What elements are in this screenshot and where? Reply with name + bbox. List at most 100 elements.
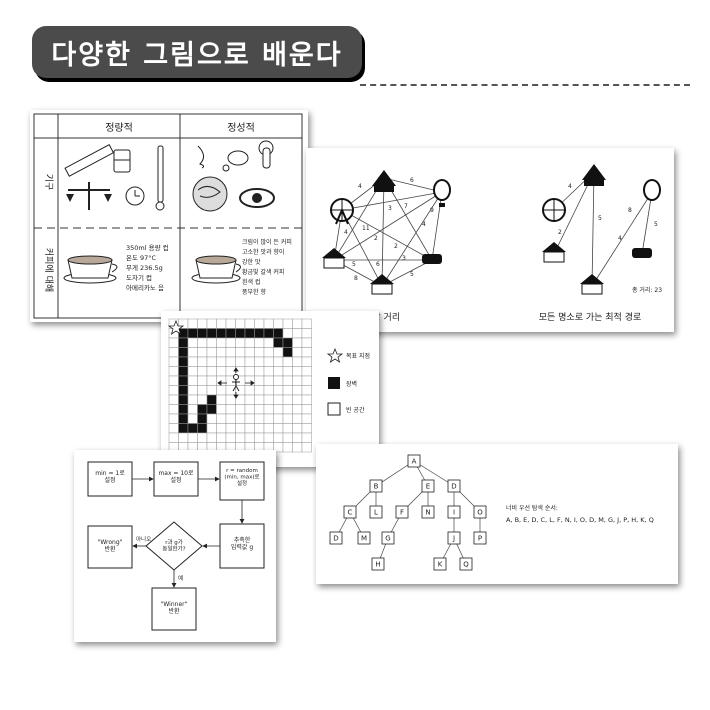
maze-empty-cell: [197, 375, 208, 386]
quant-item: 아메리카노 음: [126, 283, 164, 292]
maze-empty-cell: [225, 413, 236, 424]
maze-empty-cell: [235, 404, 246, 415]
edge-weight: 7: [404, 203, 408, 210]
maze-empty-cell: [301, 442, 312, 453]
tree-node-box: [473, 505, 487, 519]
maze-empty-cell: [301, 385, 312, 396]
edge-weight: 2: [558, 229, 562, 236]
card-quant-qual-table: 정량적 정성적 기구 커피에 대해 350ml 용량 컵 온도 97°C 무게 …: [30, 110, 308, 322]
edge-weight: 5: [352, 261, 356, 268]
maze-empty-cell: [273, 347, 284, 358]
maze-empty-cell: [254, 394, 265, 405]
maze-empty-cell: [197, 385, 208, 396]
circus-tent-icon: [582, 164, 606, 186]
edge-label-yes: 예: [178, 574, 183, 582]
maze-empty-cell: [282, 432, 293, 443]
thermometer-icon: [155, 145, 165, 211]
maze-empty-cell: [301, 347, 312, 358]
tree-node-box: [447, 479, 461, 493]
maze-empty-cell: [216, 432, 227, 443]
edge-weight: 8: [354, 275, 358, 282]
maze-empty-cell: [254, 375, 265, 386]
maze-empty-cell: [301, 404, 312, 415]
tree-node-label: L: [374, 509, 378, 517]
maze-empty-cell: [187, 337, 198, 348]
quant-item: 도자기 컵: [126, 273, 152, 282]
flow-node-wrong: [87, 525, 133, 569]
maze-empty-cell: [187, 432, 198, 443]
tree-node-label: O: [477, 509, 483, 517]
star-icon: [167, 319, 185, 335]
maze-empty-cell: [197, 394, 208, 405]
maze-empty-cell: [235, 423, 246, 434]
maze-empty-cell: [206, 423, 217, 434]
flow-arrows: [132, 476, 245, 588]
maze-empty-cell: [263, 385, 274, 396]
qual-item: 황금빛 갈색 커피: [242, 268, 284, 276]
maze-empty-cell: [187, 404, 198, 415]
tree-node-box: [381, 531, 395, 545]
edge-weight: 4: [344, 229, 348, 236]
maze-empty-cell: [244, 356, 255, 367]
maze-wall-cell: [197, 404, 208, 415]
tree-node-box: [343, 505, 357, 519]
maze-wall-cell: [178, 366, 189, 377]
legend-wall-swatch: [328, 377, 340, 389]
maze-empty-cell: [168, 375, 179, 386]
edge-weight: 8: [628, 207, 632, 214]
edge-weight: 6: [376, 261, 380, 268]
legend-wall-label: 장벽: [346, 380, 357, 388]
bfs-order: A, B, E, D, C, L, F, N, I, O, D, M, G, J…: [506, 516, 654, 524]
maze-empty-cell: [216, 318, 227, 329]
edge-weights-left: 4 6 4 4 3 11 2 7 9 2 5 6 5 8 3: [344, 177, 434, 282]
maze-empty-cell: [168, 337, 179, 348]
maze-empty-cell: [292, 404, 303, 415]
tree-node-label: Q: [463, 561, 469, 569]
maze-wall-cell: [206, 328, 217, 339]
maze-empty-cell: [244, 423, 255, 434]
maze-empty-cell: [168, 347, 179, 358]
qual-item: 흰색 컵: [242, 278, 260, 286]
maze-empty-cell: [244, 394, 255, 405]
maze-empty-cell: [282, 318, 293, 329]
flow-node-max: [153, 461, 199, 497]
tree-node-label: I: [453, 509, 455, 517]
flow-text-wrong: "Wrong"반환: [98, 539, 123, 553]
maze-empty-cell: [301, 328, 312, 339]
maze-empty-cell: [168, 394, 179, 405]
maze-empty-cell: [301, 423, 312, 434]
col-header-quant: 정량적: [105, 122, 133, 134]
maze-wall-cell: [178, 337, 189, 348]
maze-empty-cell: [197, 432, 208, 443]
maze-wall-cell: [197, 328, 208, 339]
maze-empty-cell: [254, 366, 265, 377]
maze-empty-cell: [292, 347, 303, 358]
maze-wall-cell: [197, 413, 208, 424]
tree-node-label: G: [385, 535, 390, 543]
maze-empty-cell: [292, 337, 303, 348]
maze-empty-cell: [263, 356, 274, 367]
edge-weight: 2: [374, 235, 378, 242]
legend-goal-label: 목표 지점: [346, 352, 370, 360]
maze-wall-cell: [187, 328, 198, 339]
graph-edges-left: [333, 177, 443, 287]
touch-hand-icon: [258, 140, 274, 169]
maze-wall-cell: [216, 328, 227, 339]
caption-optimal-path: 모든 명소로 가는 최적 경로: [539, 311, 642, 323]
maze-empty-cell: [225, 318, 236, 329]
maze-empty-cell: [168, 404, 179, 415]
maze-empty-cell: [197, 337, 208, 348]
maze-empty-cell: [168, 366, 179, 377]
maze-wall-cell: [178, 385, 189, 396]
maze-empty-cell: [273, 432, 284, 443]
maze-wall-cell: [206, 394, 217, 405]
col-header-qual: 정성적: [227, 122, 255, 134]
maze-empty-cell: [301, 394, 312, 405]
tree-node-label: D: [333, 535, 338, 543]
coffee-cup-icon: [191, 255, 241, 284]
maze-wall-cell: [178, 375, 189, 386]
maze-empty-cell: [301, 318, 312, 329]
circus-tent-icon: [372, 170, 396, 192]
tree-node-box: [447, 531, 461, 545]
